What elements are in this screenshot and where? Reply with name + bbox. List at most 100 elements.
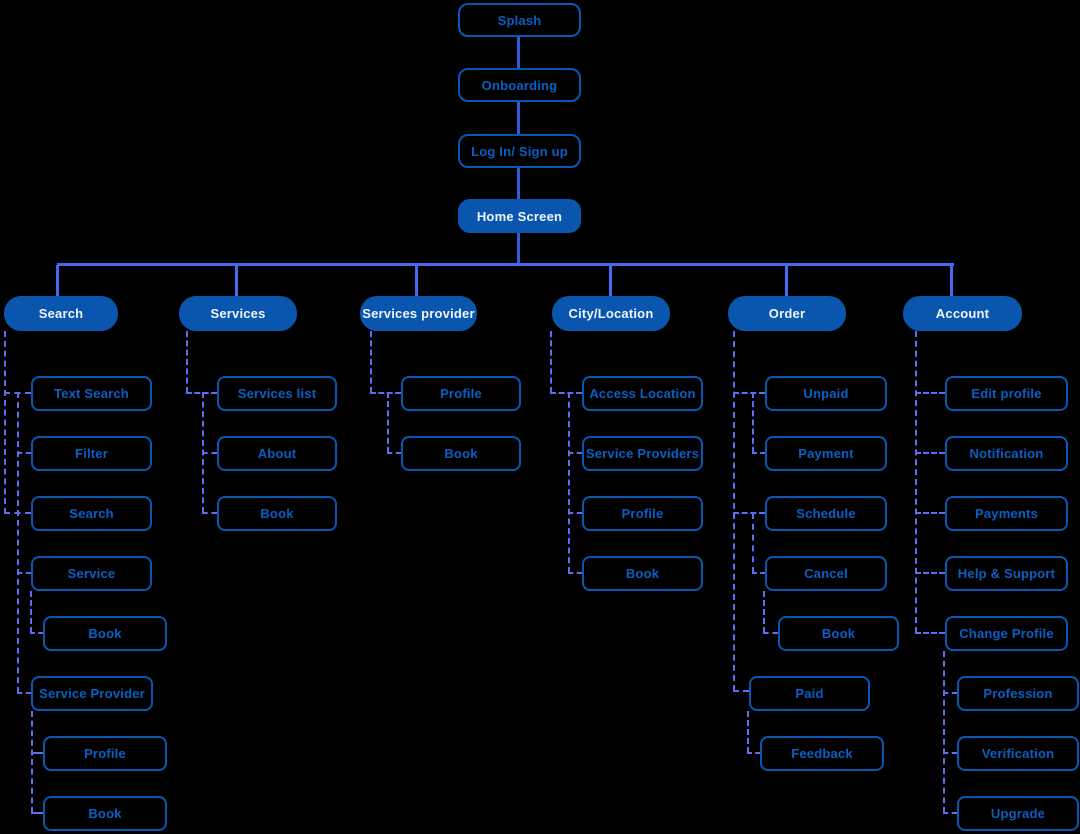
connector-dashed-line (752, 572, 765, 574)
node-label: Account (935, 306, 990, 321)
node-label: Profile (440, 386, 482, 401)
node-account-profession: Profession (957, 676, 1079, 711)
connector-dashed-line (747, 711, 749, 753)
connector-dashed-line (733, 331, 735, 691)
node-search-service: Service (31, 556, 152, 591)
branch-services-provider: Services provider (360, 296, 477, 331)
node-order-cancel: Cancel (765, 556, 887, 591)
node-services-about: About (217, 436, 337, 471)
branch-services: Services (179, 296, 297, 331)
connector-dashed-line (568, 512, 582, 514)
connector-dashed-line (550, 392, 582, 394)
node-label: Services list (237, 386, 317, 401)
connector-dashed-line (943, 812, 957, 814)
node-search-search: Search (31, 496, 152, 531)
connector-dashed-line (915, 572, 945, 574)
connector-dashed-line (17, 692, 31, 694)
connector-dashed-line (733, 512, 765, 514)
connector-dashed-line (550, 331, 552, 393)
node-services-list: Services list (217, 376, 337, 411)
connector-dashed-line (387, 452, 401, 454)
node-label: Edit profile (971, 386, 1042, 401)
node-label: Help & Support (957, 566, 1056, 581)
node-label: Service (67, 566, 116, 581)
connector-dashed-line (915, 452, 945, 454)
connector-solid-line (415, 265, 418, 296)
connector-dashed-line (30, 632, 43, 634)
node-label: Search (38, 306, 84, 321)
node-splash: Splash (458, 3, 581, 37)
branch-search: Search (4, 296, 118, 331)
connector-dashed-line (31, 711, 33, 813)
node-label: Splash (497, 12, 542, 28)
node-label: Log In/ Sign up (471, 143, 568, 159)
node-account-upgrade: Upgrade (957, 796, 1079, 831)
connector-solid-line (950, 265, 953, 296)
connector-dashed-line (943, 651, 945, 813)
connector-dashed-line (752, 452, 765, 454)
node-city-book: Book (582, 556, 703, 591)
connector-dashed-line (752, 513, 754, 573)
node-services-book: Book (217, 496, 337, 531)
connector-solid-line (517, 102, 520, 134)
node-label: Order (768, 306, 806, 321)
connector-dashed-line (915, 392, 945, 394)
node-label: Book (88, 626, 122, 641)
connector-dashed-line (752, 392, 754, 453)
connector-solid-line (517, 168, 520, 199)
node-label: Feedback (791, 746, 853, 761)
node-order-schedule: Schedule (765, 496, 887, 531)
connector-dashed-line (17, 452, 31, 454)
node-city-access-location: Access Location (582, 376, 703, 411)
connector-dashed-line (568, 572, 582, 574)
node-label: Schedule (796, 506, 856, 521)
node-order-payment: Payment (765, 436, 887, 471)
connector-solid-line (56, 265, 59, 296)
node-account-help-support: Help & Support (945, 556, 1068, 591)
node-label: Paid (795, 686, 824, 701)
node-home-screen: Home Screen (458, 199, 581, 233)
node-label: Unpaid (803, 386, 849, 401)
node-label: Book (260, 506, 294, 521)
connector-dashed-line (568, 392, 570, 573)
node-search-filter: Filter (31, 436, 152, 471)
connector-solid-line (517, 233, 520, 264)
node-label: Access Location (589, 386, 696, 401)
connector-dashed-line (202, 512, 217, 514)
node-label: Service Provider (39, 686, 145, 701)
connector-dashed-line (733, 392, 765, 394)
node-label: Book (88, 806, 122, 821)
connector-solid-line (235, 265, 238, 296)
connector-dashed-line (370, 392, 401, 394)
connector-dashed-line (733, 690, 749, 692)
node-order-book: Book (778, 616, 899, 651)
node-label: Book (625, 566, 660, 581)
connector-solid-line (609, 265, 612, 296)
node-label: Verification (981, 746, 1055, 761)
node-label: Profession (983, 686, 1053, 701)
node-label: City/Location (568, 306, 654, 321)
node-label: Payments (974, 506, 1039, 521)
node-label: Payment (798, 446, 854, 461)
node-label: Text Search (54, 386, 129, 401)
connector-dashed-line (202, 452, 217, 454)
connector-dashed-line (17, 392, 19, 693)
node-sp-profile: Profile (401, 376, 521, 411)
node-label: Search (69, 506, 114, 521)
node-search-book-2: Book (43, 796, 167, 831)
node-label: Book (444, 446, 478, 461)
node-label: Profile (84, 746, 126, 761)
connector-dashed-line (31, 752, 43, 754)
branch-account: Account (903, 296, 1022, 331)
node-city-service-providers: Service Providers (582, 436, 703, 471)
connector-dashed-line (17, 572, 31, 574)
node-label: Home Screen (476, 208, 563, 224)
node-account-change-profile: Change Profile (945, 616, 1068, 651)
node-label: Cancel (804, 566, 848, 581)
node-label: Services (210, 306, 266, 321)
node-label: Change Profile (959, 626, 1054, 641)
node-order-unpaid: Unpaid (765, 376, 887, 411)
connector-dashed-line (915, 512, 945, 514)
connector-dashed-line (763, 632, 778, 634)
node-label: Upgrade (990, 806, 1046, 821)
